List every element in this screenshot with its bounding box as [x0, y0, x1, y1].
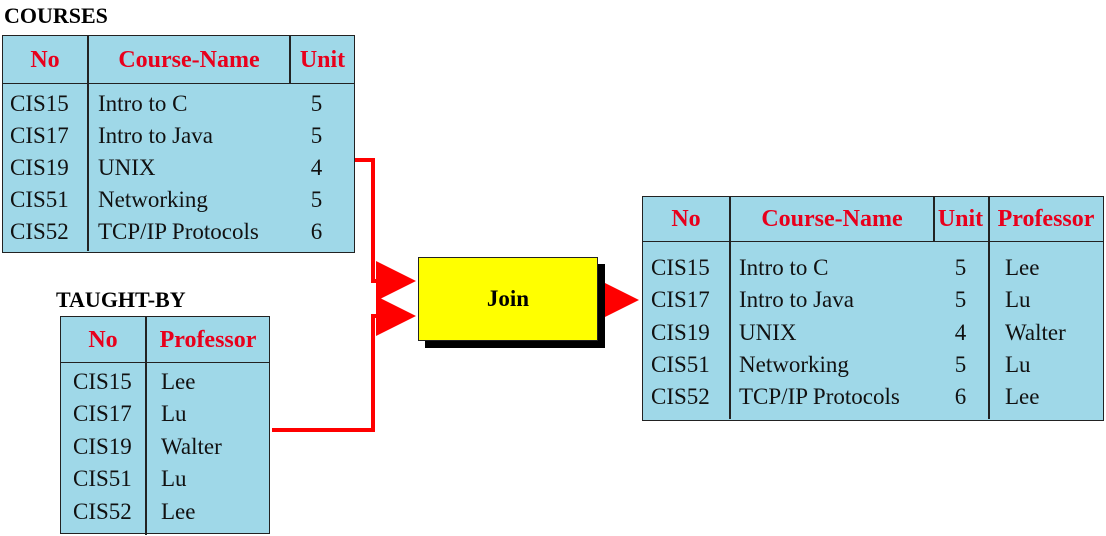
taught-by-title: TAUGHT-BY [56, 287, 186, 312]
table-cell: CIS17 [73, 401, 132, 426]
table-cell: Lee [161, 369, 196, 394]
table-cell: 6 [954, 384, 967, 409]
table-cell: CIS19 [651, 320, 710, 345]
table-cell: Lee [161, 499, 196, 524]
table-cell: Lu [161, 466, 187, 491]
table-cell: CIS51 [10, 187, 69, 212]
table-cell: 5 [954, 287, 967, 312]
table-cell: 6 [310, 219, 323, 244]
table-cell: 5 [954, 255, 967, 280]
courses-divider-1 [87, 36, 89, 251]
table-cell: CIS52 [651, 384, 710, 409]
table-cell: CIS15 [73, 369, 132, 394]
table-cell: Networking [739, 352, 849, 377]
result-divider-3 [988, 197, 990, 419]
table-cell: Intro to Java [739, 287, 854, 312]
result-header-no: No [671, 206, 701, 232]
table-cell: TCP/IP Protocols [739, 384, 900, 409]
table-cell: TCP/IP Protocols [98, 219, 259, 244]
table-cell: CIS19 [10, 155, 69, 180]
result-header-course-name: Course-Name [761, 206, 903, 232]
table-cell: CIS51 [651, 352, 710, 377]
table-cell: 5 [310, 187, 323, 212]
table-cell: 5 [310, 123, 323, 148]
table-cell: Intro to Java [98, 123, 213, 148]
table-cell: UNIX [739, 320, 797, 345]
table-cell: Networking [98, 187, 208, 212]
table-cell: CIS17 [10, 123, 69, 148]
table-cell: Lu [161, 401, 187, 426]
courses-to-join-arrow [352, 158, 416, 301]
table-cell: Intro to C [739, 255, 829, 280]
taught-by-table: No Professor CIS15 Lee CIS17 Lu CIS19 Wa… [60, 316, 270, 535]
join-box: Join [418, 257, 598, 341]
table-cell: 4 [954, 320, 967, 345]
courses-title: COURSES [4, 3, 108, 28]
result-divider-1 [729, 197, 731, 419]
table-cell: Lu [1005, 352, 1031, 377]
table-cell: Walter [1005, 320, 1066, 345]
courses-header-row: No Course-Name Unit [3, 36, 354, 84]
taught-by-header-row: No Professor [61, 317, 269, 363]
courses-table: No Course-Name Unit CIS15 Intro to C 5 C… [2, 35, 355, 253]
taughtby-to-join-arrow [272, 296, 416, 432]
courses-divider-2 [289, 36, 291, 84]
table-cell: Lee [1005, 255, 1040, 280]
courses-header-no: No [30, 47, 60, 73]
table-cell: CIS19 [73, 434, 132, 459]
courses-header-course-name: Course-Name [118, 47, 260, 73]
courses-header-unit: Unit [299, 47, 346, 73]
table-cell: CIS15 [10, 91, 69, 116]
table-cell: Walter [161, 434, 222, 459]
table-cell: CIS15 [651, 255, 710, 280]
table-cell: Intro to C [98, 91, 188, 116]
table-cell: 5 [954, 352, 967, 377]
taught-by-header-professor: Professor [159, 327, 257, 353]
table-cell: CIS52 [73, 499, 132, 524]
table-cell: Lu [1005, 287, 1031, 312]
result-divider-2 [933, 197, 935, 242]
table-cell: CIS52 [10, 219, 69, 244]
taught-by-header-no: No [88, 327, 118, 353]
result-table: No Course-Name Unit Professor CIS15 Intr… [642, 196, 1104, 421]
result-header-row: No Course-Name Unit Professor [643, 197, 1103, 242]
table-cell: Lee [1005, 384, 1040, 409]
table-cell: CIS51 [73, 466, 132, 491]
table-cell: CIS17 [651, 287, 710, 312]
result-header-unit: Unit [937, 206, 984, 232]
taught-by-divider [145, 317, 147, 535]
result-header-professor: Professor [997, 206, 1095, 232]
table-cell: 5 [310, 91, 323, 116]
table-cell: UNIX [98, 155, 156, 180]
table-cell: 4 [310, 155, 323, 180]
